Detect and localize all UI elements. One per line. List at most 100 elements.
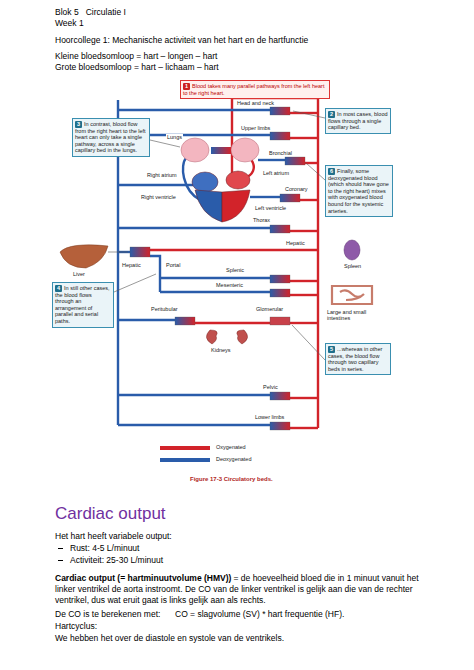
organ-label: Splenic: [225, 267, 245, 273]
capillary-beds: [130, 107, 305, 430]
callout-text: Finally, some deoxygenated blood (which …: [328, 168, 389, 214]
venous-vessels: [160, 277, 270, 279]
arterial-vessels: [150, 249, 318, 251]
lungs: [181, 138, 209, 162]
organ-label: Coronary: [284, 186, 309, 192]
capillary-beds: [130, 247, 150, 257]
venous-vessels: [118, 184, 193, 186]
intestines: [332, 286, 372, 304]
formula: CO = slagvolume (SV) * hart frequentie (…: [175, 610, 344, 620]
callout-text: ...whereas in other cases, the blood flo…: [328, 346, 382, 372]
organ-label: Head and neck: [236, 100, 275, 106]
capillary-beds: [270, 289, 290, 297]
lungs: [231, 138, 259, 162]
bullet-dash: [58, 560, 63, 561]
organ-label: Pelvic: [262, 384, 279, 390]
arterial-vessels: [195, 322, 270, 324]
arterial-vessels: [290, 294, 318, 296]
arterial-vessels: [290, 280, 318, 282]
body-text: Kleine bloedsomloop = hart – longen – ha…: [55, 52, 217, 62]
venous-vessels: [150, 256, 160, 292]
callout-box: 5...whereas in other cases, the blood fl…: [325, 343, 391, 375]
leader-lines: [293, 111, 325, 118]
venous-vessels: [118, 424, 270, 426]
capillary-beds: [270, 107, 290, 115]
organ-label: Kidneys: [210, 347, 232, 353]
organ-label: Spleen: [343, 263, 362, 269]
lungs: [211, 147, 231, 154]
kidneys: [206, 330, 217, 344]
venous-vessels: [118, 319, 175, 321]
body-text: We hebben het over de diastole en systol…: [55, 634, 284, 644]
callout-box: 6Finally, some deoxygenated blood (which…: [325, 165, 393, 217]
section-heading: Cardiac output: [55, 505, 166, 524]
organ-label: Peritubular: [150, 306, 179, 312]
arterial-vessels: [290, 137, 318, 139]
callout-box: 2In most cases, blood flows through a si…: [325, 108, 391, 134]
venous-vessels: [118, 394, 270, 396]
liver: [60, 245, 108, 268]
arterial-vessels: [290, 112, 318, 114]
arterial-vessels: [300, 199, 318, 201]
arterial-vessels: [290, 427, 318, 429]
callout-text: In contrast, blood flow from the right h…: [75, 121, 146, 153]
body-text: Het hart heeft variabele output:: [55, 532, 172, 542]
intestines: [340, 290, 364, 300]
leader-lines: [114, 274, 156, 292]
capillary-beds: [270, 317, 290, 325]
callout-number: 1: [183, 83, 190, 90]
leader-lines: [108, 252, 128, 253]
definition-paragraph: Cardiac output (= hartminuutvolume (HMV)…: [55, 573, 440, 606]
intestines: [332, 286, 372, 304]
arterial-vessels: [290, 230, 318, 232]
figure-caption: Figure 17-3 Circulatory beds.: [190, 476, 273, 483]
organ-label: Portal: [165, 262, 181, 268]
lungs: [181, 138, 259, 162]
capillary-beds: [270, 422, 290, 430]
arterial-vessels: [232, 98, 318, 428]
callout-text: Blood takes many parallel pathways from …: [183, 83, 324, 96]
organ-label: Left atrium: [262, 170, 290, 176]
leader-lines: [292, 325, 325, 360]
venous-vessels: [250, 196, 280, 198]
organ-label: Lungs: [166, 134, 183, 140]
leader-lines: [150, 140, 180, 147]
organ-label: Large and small intestines: [326, 309, 384, 322]
heart: [192, 172, 218, 192]
body-text: Hartcyclus:: [55, 622, 97, 632]
organ-label: Right ventricle: [140, 194, 177, 200]
capillary-beds: [270, 392, 290, 400]
organ-label: Hepatic: [285, 240, 306, 246]
callout-number: 2: [328, 111, 335, 118]
definition-term: Cardiac output (= hartminuutvolume (HMV)…: [55, 573, 231, 583]
kidneys: [237, 330, 248, 344]
header-text: Blok 5 Circulatie I: [55, 8, 126, 18]
spleen: [344, 240, 360, 260]
leader-lines: [306, 163, 325, 180]
arterial-vessels: [150, 98, 318, 428]
callout-box: 4In still other cases, the blood flows t…: [52, 282, 114, 328]
organ-label: Left ventricle: [254, 205, 287, 211]
organ-label: Hepatic: [121, 262, 142, 268]
organ-label: Liver: [72, 271, 86, 277]
callout-number: 4: [55, 285, 62, 292]
heart: [195, 190, 222, 222]
body-text: Grote bloedsomloop = hart – lichaam – ha…: [55, 63, 219, 73]
organ-label: Lower limbs: [254, 414, 285, 420]
organ-label: Thorax: [252, 217, 271, 223]
legend-text: Deoxygenated: [216, 456, 251, 462]
arterial-vessels: [290, 397, 318, 399]
organ-label: Bronchial: [268, 150, 293, 156]
capillary-beds: [175, 317, 195, 325]
kidneys: [206, 330, 247, 344]
bullet-item: Rust: 4-5 L/minuut: [70, 544, 139, 554]
capillary-beds: [270, 275, 290, 283]
callout-box: 1Blood takes many parallel pathways from…: [180, 80, 330, 99]
callout-text: In most cases, blood flows through a sin…: [328, 111, 388, 130]
organ-label: Glomerular: [255, 306, 284, 312]
capillary-beds: [270, 132, 290, 140]
bullet-dash: [58, 548, 63, 549]
legend-text: Oxygenated: [216, 444, 246, 450]
organ-label: Mesenteric: [215, 282, 244, 288]
heart: [226, 171, 250, 189]
